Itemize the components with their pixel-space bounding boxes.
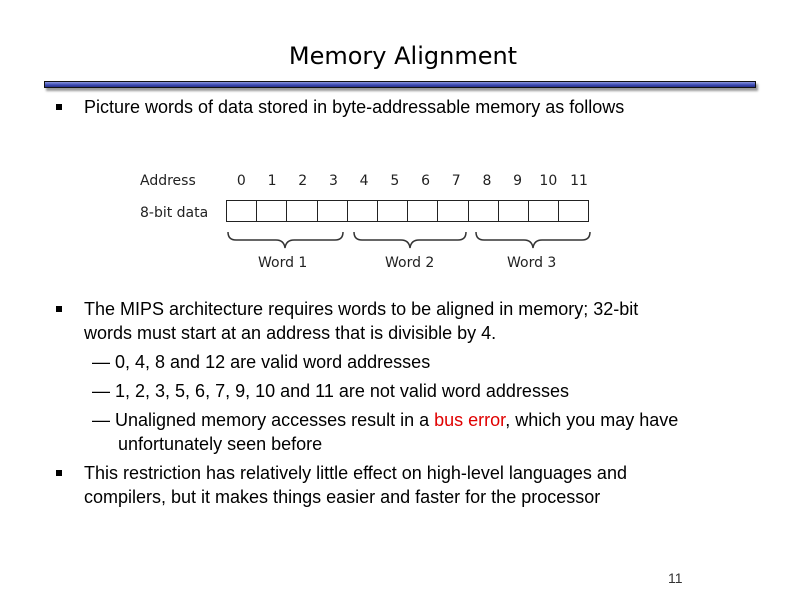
bullet-text: This restriction has relatively little e… [84,463,627,483]
byte-cell [408,201,439,221]
text: — Unaligned memory accesses result in a [92,410,435,430]
sub-bullet-text: — 1, 2, 3, 5, 6, 7, 9, 10 and 11 are not… [92,381,569,401]
word-label: Word 3 [507,255,557,271]
text: , which you may have [505,410,679,430]
byte-cell [348,201,378,221]
title-divider [44,81,756,88]
byte-cell [378,201,409,221]
bus-error-highlight: bus error [434,410,506,430]
byte-cell [529,201,560,221]
address-number: 8 [482,173,492,189]
byte-cell [499,201,529,221]
byte-cells [226,200,590,222]
bullet-text: Picture words of data stored in byte-add… [84,97,625,117]
address-number: 3 [328,173,338,189]
brace-word-3 [475,231,591,249]
bullet-text: compilers, but it makes things easier an… [84,487,601,507]
address-number: 10 [539,173,558,189]
address-number: 7 [451,173,461,189]
bullet-text: words must start at an address that is d… [84,323,497,343]
word-label: Word 2 [385,255,435,271]
address-number: 2 [298,173,308,189]
bullet-icon [56,306,62,312]
bullet-icon [56,104,62,110]
address-number: 0 [236,173,246,189]
address-number: 9 [513,173,523,189]
slide-title: Memory Alignment [288,42,518,70]
address-label: Address [140,173,196,189]
address-number: 1 [267,173,277,189]
brace-word-2 [353,231,467,249]
sub-bullet-text: unfortunately seen before [118,434,323,454]
sub-bullet-text: — 0, 4, 8 and 12 are valid word addresse… [92,352,431,372]
address-number: 6 [421,173,430,189]
brace-word-1 [227,231,344,249]
sub-bullet-text: — Unaligned memory accesses result in a … [92,408,678,432]
page-number: 11 [668,570,683,586]
bullet-icon [56,470,62,476]
address-number: 5 [390,173,400,189]
byte-cell [318,201,348,221]
word-label: Word 1 [258,255,308,271]
address-number: 11 [570,173,588,189]
byte-cell [469,201,499,221]
bullet-text: The MIPS architecture requires words to … [84,299,639,319]
byte-cell [227,201,258,221]
address-number: 4 [359,173,369,189]
data-label: 8-bit data [140,205,209,221]
byte-cell [438,201,469,221]
byte-cell [287,201,318,221]
byte-cell [257,201,288,221]
